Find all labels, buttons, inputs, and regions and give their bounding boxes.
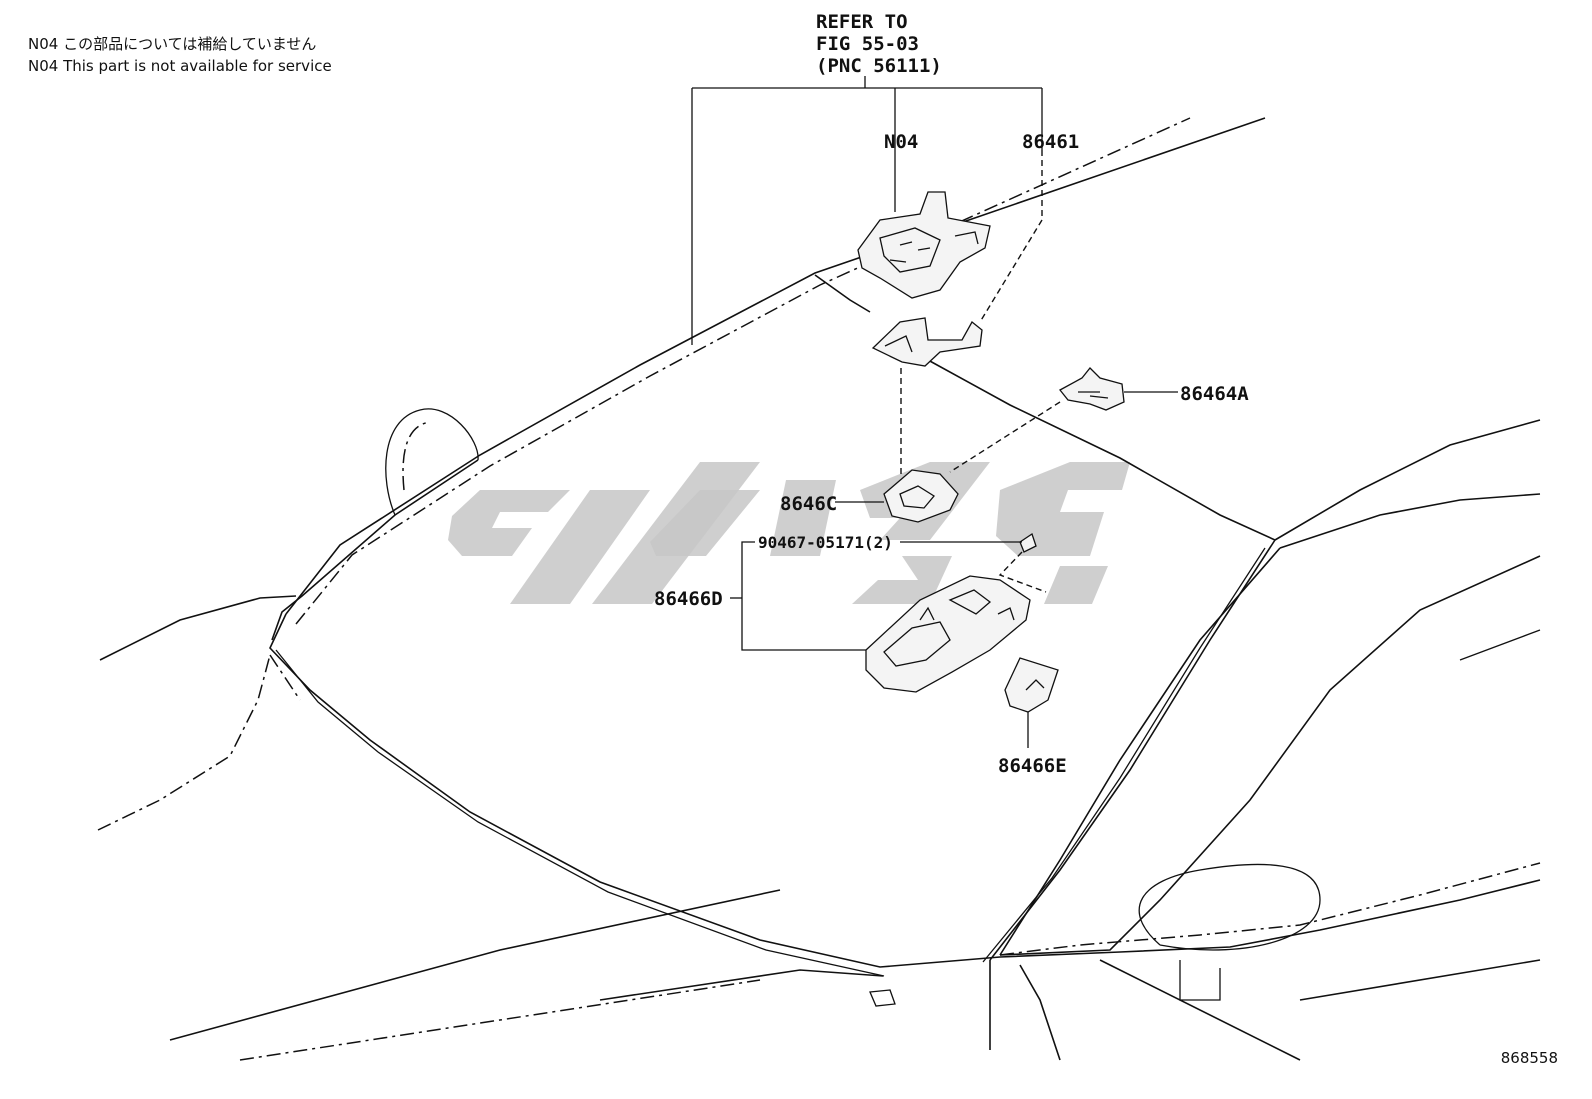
label-86466e: 86466E [998,755,1067,777]
dashed-link-90467 [998,551,1047,593]
watermark-logo [448,462,1130,604]
part-8646c [883,469,959,523]
refer-to-line2: FIG 55-03 [816,33,919,55]
note-english: N04 This part is not available for servi… [28,57,332,75]
part-86466e [1004,657,1059,713]
label-86466d: 86466D [654,588,723,610]
label-86464a: 86464A [1180,383,1249,405]
refer-to-bracket [691,76,1043,345]
leader-86466d-bracket [741,541,866,651]
illustration-code: 868558 [1500,1049,1558,1067]
label-90467: 90467-05171(2) [758,533,893,552]
label-n04: N04 [884,131,918,153]
part-86464a [1059,367,1125,411]
refer-to-line1: REFER TO [816,11,908,33]
vehicle-outline [97,117,1541,1061]
refer-to-line3: (PNC 56111) [816,55,942,77]
label-86461: 86461 [1022,131,1079,153]
part-90467-clip [1019,532,1037,553]
dashed-link-86464a-8646c [949,401,1061,473]
label-8646c: 8646C [780,493,837,515]
note-japanese: N04 この部品については補給していません [28,35,317,53]
part-86466d-housing [865,575,1031,693]
part-n04-bracket [857,191,991,299]
part-86461 [871,317,983,367]
